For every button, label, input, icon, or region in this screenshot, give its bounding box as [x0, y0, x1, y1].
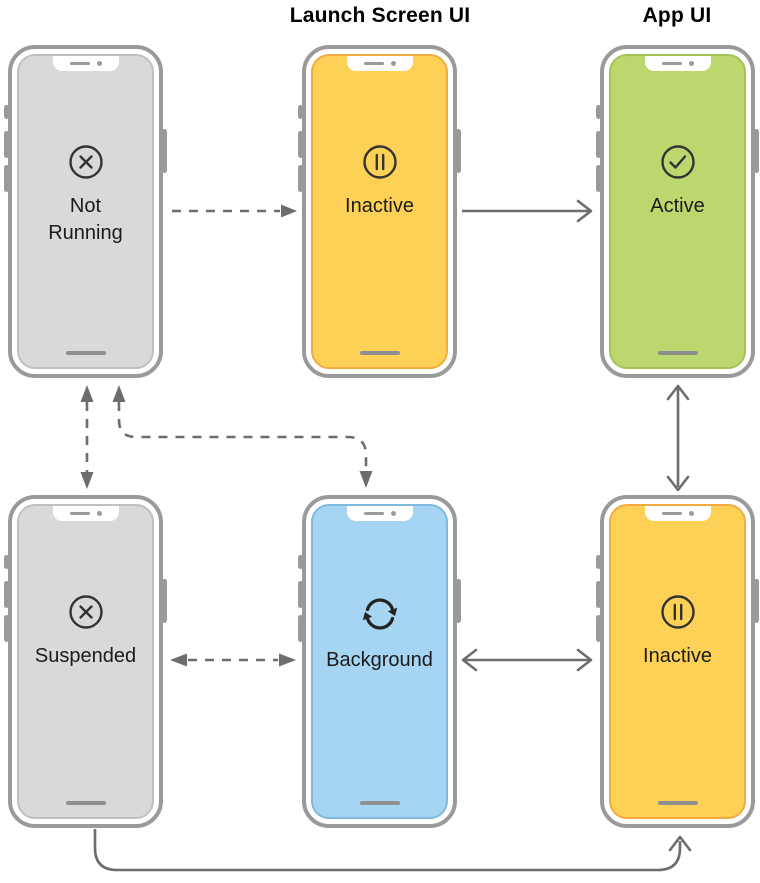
camera-icon: [688, 510, 694, 516]
phone-inactive-launch: Inactive: [298, 45, 461, 378]
arrow-not-running-suspended: [80, 385, 94, 489]
mute-switch: [4, 555, 9, 569]
home-indicator: [657, 351, 698, 355]
mute-switch: [298, 105, 303, 119]
screen-suspended: Suspended: [17, 504, 154, 819]
home-indicator: [65, 351, 106, 355]
state-label-suspended: Suspended: [34, 645, 137, 667]
phone-suspended: Suspended: [4, 495, 167, 828]
volume-down-button: [298, 165, 303, 192]
camera-icon: [390, 510, 396, 516]
phone-background: Background: [298, 495, 461, 828]
notch: [52, 506, 119, 521]
power-button: [754, 129, 759, 173]
speaker-icon: [363, 61, 384, 65]
home-indicator: [65, 801, 106, 805]
power-button: [456, 129, 461, 173]
arrow-not-running-to-inactive: [172, 204, 297, 218]
speaker-icon: [363, 511, 384, 515]
mute-switch: [298, 555, 303, 569]
power-button: [162, 129, 167, 173]
volume-up-button: [4, 581, 9, 608]
column-header-app-ui: App UI: [642, 4, 712, 27]
power-button: [456, 579, 461, 623]
screen-inactive-app: Inactive: [609, 504, 746, 819]
state-label-background: Background: [326, 649, 433, 671]
mute-switch: [4, 105, 9, 119]
notch: [644, 506, 711, 521]
notch: [346, 56, 413, 71]
volume-up-button: [298, 581, 303, 608]
notch: [644, 56, 711, 71]
power-button: [162, 579, 167, 623]
volume-up-button: [298, 131, 303, 158]
power-button: [754, 579, 759, 623]
cross-circle-icon: [68, 595, 103, 629]
volume-down-button: [596, 165, 601, 192]
volume-up-button: [596, 131, 601, 158]
speaker-icon: [69, 61, 90, 65]
state-label-inactive: Inactive: [643, 645, 712, 667]
arrow-suspended-background: [170, 653, 296, 667]
camera-icon: [688, 60, 694, 66]
state-label-inactive: Inactive: [345, 195, 414, 217]
home-indicator: [657, 801, 698, 805]
screen-not-running: Not Running: [17, 54, 154, 369]
state-label-active: Active: [650, 195, 705, 217]
home-indicator: [359, 351, 400, 355]
arrow-active-inactive: [666, 384, 690, 492]
refresh-icon: [362, 598, 397, 630]
arrow-not-running-background: [112, 385, 373, 488]
phone-not-running: Not Running: [4, 45, 167, 378]
volume-up-button: [596, 581, 601, 608]
pause-circle-icon: [362, 145, 397, 179]
phone-inactive-app: Inactive: [596, 495, 759, 828]
speaker-icon: [661, 61, 682, 65]
notch: [52, 56, 119, 71]
mute-switch: [596, 105, 601, 119]
state-label-not-running: Not Running: [48, 195, 123, 244]
volume-down-button: [4, 615, 9, 642]
phone-active: Active: [596, 45, 759, 378]
camera-icon: [96, 510, 102, 516]
volume-down-button: [596, 615, 601, 642]
speaker-icon: [661, 511, 682, 515]
volume-up-button: [4, 131, 9, 158]
camera-icon: [96, 60, 102, 66]
speaker-icon: [69, 511, 90, 515]
column-header-launch-screen-ui: Launch Screen UI: [289, 4, 471, 27]
check-circle-icon: [660, 145, 695, 179]
screen-background: Background: [311, 504, 448, 819]
volume-down-button: [298, 615, 303, 642]
arrow-suspended-to-inactive: [93, 829, 692, 872]
pause-circle-icon: [660, 595, 695, 629]
mute-switch: [596, 555, 601, 569]
home-indicator: [359, 801, 400, 805]
screen-active: Active: [609, 54, 746, 369]
notch: [346, 506, 413, 521]
arrow-inactive-to-active: [462, 199, 593, 223]
cross-circle-icon: [68, 145, 103, 179]
arrow-background-inactive: [461, 648, 593, 672]
camera-icon: [390, 60, 396, 66]
screen-inactive-launch: Inactive: [311, 54, 448, 369]
volume-down-button: [4, 165, 9, 192]
